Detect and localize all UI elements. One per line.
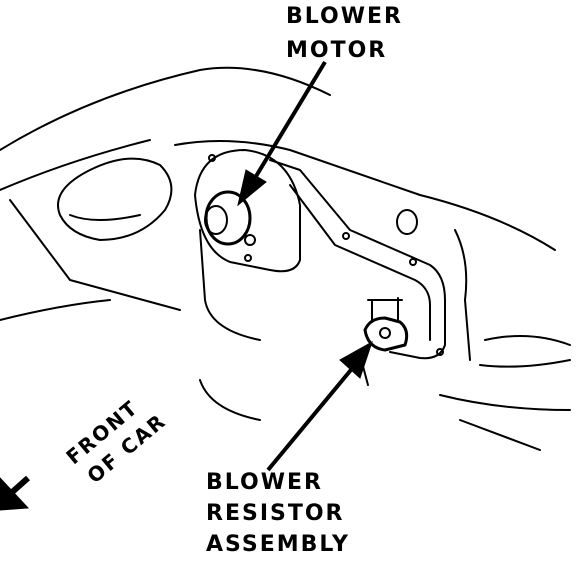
inner-fender-line <box>9 199 181 311</box>
resistor-label-line2: RESISTOR <box>206 501 345 526</box>
upper-panel-line <box>174 140 556 251</box>
resistor-label-line1: BLOWER <box>206 470 323 495</box>
duct <box>269 159 446 360</box>
blower-motor-label-line2: MOTOR <box>286 38 388 63</box>
blower-housing <box>194 149 301 273</box>
strut-tower <box>57 157 173 241</box>
blower-motor-label-line1: BLOWER <box>286 4 403 29</box>
resistor-pointer <box>266 340 373 472</box>
cowl-line <box>0 139 151 191</box>
blower-motor-pointer <box>237 60 327 207</box>
blower-motor-label: BLOWER MOTOR <box>286 6 403 62</box>
resistor-label: BLOWER RESISTOR ASSEMBLY <box>206 472 350 556</box>
resistor-assembly <box>363 316 409 352</box>
fender-outline <box>0 66 331 151</box>
resistor-label-line3: ASSEMBLY <box>206 532 350 557</box>
front-arrow-icon <box>0 475 30 511</box>
